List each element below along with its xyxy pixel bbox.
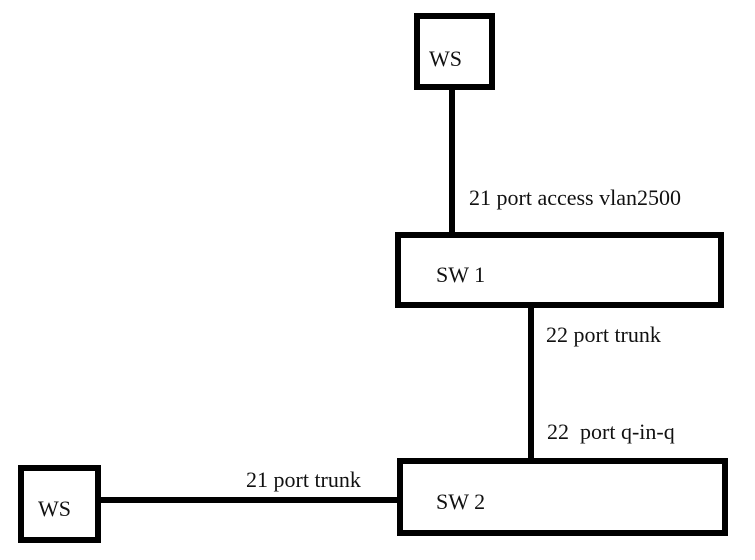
workstation-left-node[interactable]: WS	[18, 465, 101, 543]
link-ws-left-to-sw2	[97, 497, 400, 503]
workstation-top-node[interactable]: WS	[414, 13, 495, 90]
link-sw1-to-sw2	[528, 303, 534, 461]
switch-1-node[interactable]: SW 1	[395, 232, 724, 308]
link-label-ws-left-to-sw2: 21 port trunk	[246, 467, 361, 492]
link-label-ws-top-to-sw1: 21 port access vlan2500	[469, 185, 681, 210]
link-label-sw2-port22-qinq: 22 port q-in-q	[547, 419, 675, 444]
switch-2-node[interactable]: SW 2	[397, 458, 728, 536]
workstation-top-label: WS	[429, 46, 462, 71]
switch-1-label: SW 1	[436, 262, 486, 287]
workstation-left-label: WS	[38, 496, 71, 521]
link-ws-top-to-sw1	[449, 86, 455, 236]
switch-2-label: SW 2	[436, 489, 486, 514]
link-label-sw1-port22-trunk: 22 port trunk	[546, 322, 661, 347]
